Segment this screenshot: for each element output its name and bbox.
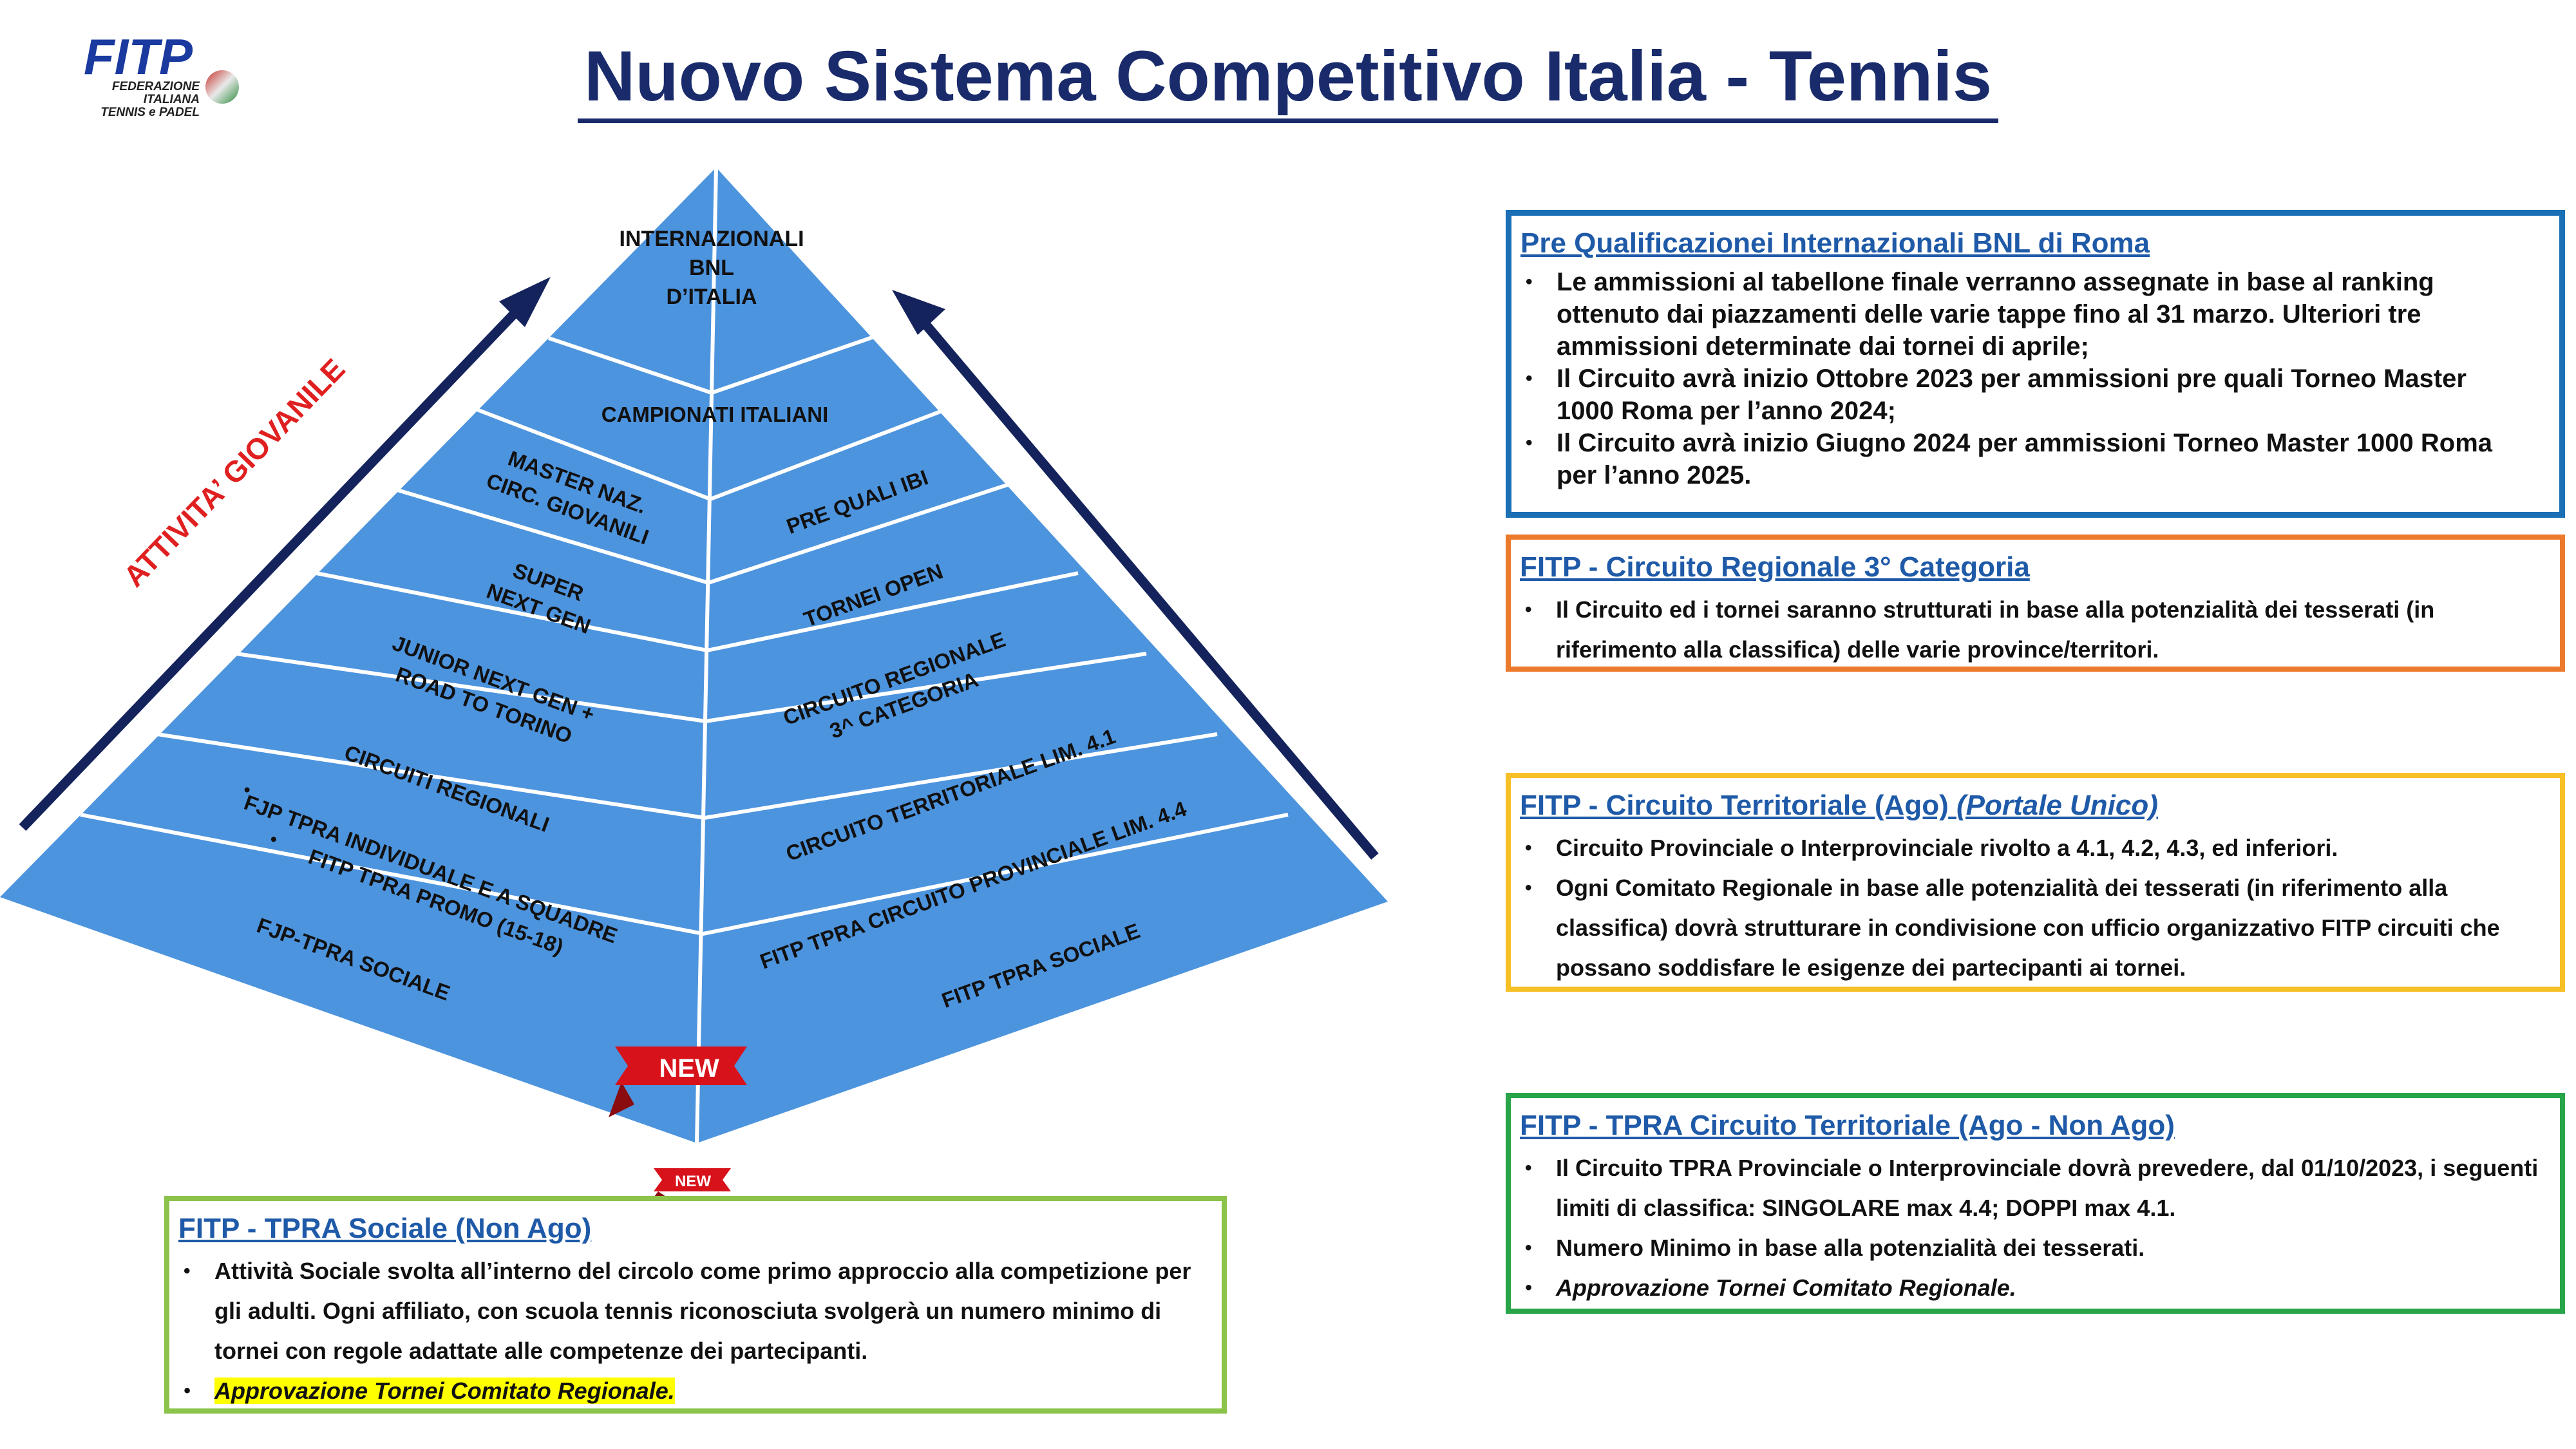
box-tpra-sociale: FITP - TPRA Sociale (Non Ago) Attività S… [164, 1196, 1227, 1414]
ibi-item-1: Le ammissioni al tabellone finale verran… [1520, 266, 2548, 363]
logo-line-1: FEDERAZIONE [112, 80, 201, 93]
new-badge-label: NEW [659, 1054, 719, 1083]
regionale-item-1: Il Circuito ed i tornei saranno struttur… [1520, 590, 2548, 670]
ibi-item-2: Il Circuito avrà inizio Ottobre 2023 per… [1520, 363, 2548, 427]
pyramid-diagram: ATTIVITA’ GIOVANILE INTERNAZIONALI BNL D… [0, 167, 1388, 1144]
territoriale-item-1: Circuito Provinciale o Interprovinciale … [1520, 828, 2548, 868]
tpra-item-1-line-1: Il Circuito TPRA Provinciale o Interprov… [1556, 1155, 2539, 1181]
apex-line-3: D’ITALIA [666, 285, 757, 309]
sociale-item-1-line-3: tornei con regole adattate alle competen… [214, 1338, 868, 1364]
territoriale-title-main: FITP - Circuito Territoriale (Ago) [1520, 790, 1949, 821]
pyramid-dividers [80, 167, 1289, 1144]
regionale-item-1-line-2: riferimento alla classifica) delle varie… [1556, 636, 2159, 663]
sociale-item-1: Attività Sociale svolta all’interno del … [178, 1251, 1210, 1371]
tpra-item-3: Approvazione Tornei Comitato Regionale. [1520, 1268, 2548, 1308]
box-tpra-sociale-title[interactable]: FITP - TPRA Sociale (Non Ago) [178, 1213, 592, 1244]
left-arrow [19, 277, 551, 831]
tpra-item-1: Il Circuito TPRA Provinciale o Interprov… [1520, 1148, 2548, 1228]
ibi-item-1-line-3: ammissioni determinate dai tornei di apr… [1557, 332, 2089, 361]
box-circuito-territoriale-title[interactable]: FITP - Circuito Territoriale (Ago) (Port… [1520, 790, 2548, 822]
divider-7 [80, 813, 1289, 936]
divider-6 [156, 732, 1218, 820]
ibi-item-1-line-1: Le ammissioni al tabellone finale verran… [1557, 268, 2434, 296]
ibi-item-1-line-2: ottenuto dai piazzamenti delle varie tap… [1557, 300, 2421, 328]
center-divider [695, 167, 718, 1144]
territoriale-item-2-line-2: classifica) dovrà strutturare in condivi… [1556, 914, 2500, 941]
new-badge-small-label: NEW [675, 1173, 711, 1190]
page-title: Nuovo Sistema Competitivo Italia - Tenni… [577, 37, 1999, 123]
ibi-item-3: Il Circuito avrà inizio Giugno 2024 per … [1520, 427, 2548, 491]
territoriale-item-1-line-1: Circuito Provinciale o Interprovinciale … [1556, 835, 2338, 861]
box-tpra-circuito-territoriale-title[interactable]: FITP - TPRA Circuito Territoriale (Ago -… [1520, 1110, 2175, 1141]
box-circuito-territoriale: FITP - Circuito Territoriale (Ago) (Port… [1506, 773, 2565, 992]
ibi-item-2-line-2: 1000 Roma per l’anno 2024; [1557, 397, 1896, 425]
sociale-item-2: Approvazione Tornei Comitato Regionale. [178, 1371, 1210, 1411]
tpra-item-2: Numero Minimo in base alla potenzialità … [1520, 1228, 2548, 1268]
right-arrow [892, 290, 1379, 860]
box-pre-qualificazioni: Pre Qualificazionei Internazionali BNL d… [1506, 210, 2565, 518]
logo-line-2: ITALIANA [144, 93, 200, 106]
tpra-item-3-line-1: Approvazione Tornei Comitato Regionale. [1556, 1274, 2016, 1301]
box-tpra-circuito-territoriale: FITP - TPRA Circuito Territoriale (Ago -… [1506, 1093, 2565, 1314]
divider-5 [236, 652, 1147, 724]
box-pre-qualificazioni-title[interactable]: Pre Qualificazionei Internazionali BNL d… [1520, 227, 2150, 259]
campionati-label: CAMPIONATI ITALIANI [601, 402, 829, 426]
new-badge-small: NEW [650, 1168, 731, 1202]
ibi-item-3-line-2: per l’anno 2025. [1557, 461, 1752, 489]
divider-4 [316, 571, 1079, 653]
territoriale-item-2: Ogni Comitato Regionale in base alle pot… [1520, 868, 2548, 988]
apex-line-2: BNL [689, 256, 734, 280]
sociale-item-1-line-1: Attività Sociale svolta all’interno del … [214, 1258, 1191, 1284]
divider-1 [548, 334, 876, 395]
box-circuito-regionale: FITP - Circuito Regionale 3° Categoria I… [1506, 535, 2565, 672]
sociale-item-2-highlight: Approvazione Tornei Comitato Regionale. [214, 1378, 675, 1404]
attivita-giovanile-label: ATTIVITA’ GIOVANILE [117, 352, 351, 593]
ibi-item-3-line-1: Il Circuito avrà inizio Giugno 2024 per … [1557, 429, 2493, 457]
divider-3 [395, 482, 1010, 585]
sociale-item-1-line-2: gli adulti. Ogni affiliato, con scuola t… [214, 1298, 1162, 1324]
territoriale-title-italic: (Portale Unico) [1956, 790, 2158, 821]
pyramid-body [0, 167, 1388, 1143]
logo-ball-icon [205, 70, 239, 104]
tpra-item-1-line-2: limiti di classifica: SINGOLARE max 4.4;… [1556, 1195, 2176, 1221]
apex-line-1: INTERNAZIONALI [619, 227, 804, 251]
divider-2 [474, 407, 943, 502]
territoriale-item-2-line-1: Ogni Comitato Regionale in base alle pot… [1556, 875, 2448, 901]
box-circuito-regionale-title[interactable]: FITP - Circuito Regionale 3° Categoria [1520, 551, 2030, 583]
regionale-item-1-line-1: Il Circuito ed i tornei saranno struttur… [1556, 596, 2435, 623]
tpra-item-2-line-1: Numero Minimo in base alla potenzialità … [1556, 1235, 2145, 1261]
territoriale-item-2-line-3: possano soddisfare le esigenze dei parte… [1556, 954, 2186, 981]
logo-line-3: TENNIS e PADEL [100, 106, 200, 119]
new-badge: NEW [609, 1046, 747, 1117]
ibi-item-2-line-1: Il Circuito avrà inizio Ottobre 2023 per… [1557, 365, 2467, 393]
fitp-logo: FITP FEDERAZIONE ITALIANA TENNIS e PADEL [84, 28, 239, 119]
page-title-container: Nuovo Sistema Competitivo Italia - Tenni… [0, 35, 2576, 123]
logo-brand: FITP [84, 28, 193, 85]
